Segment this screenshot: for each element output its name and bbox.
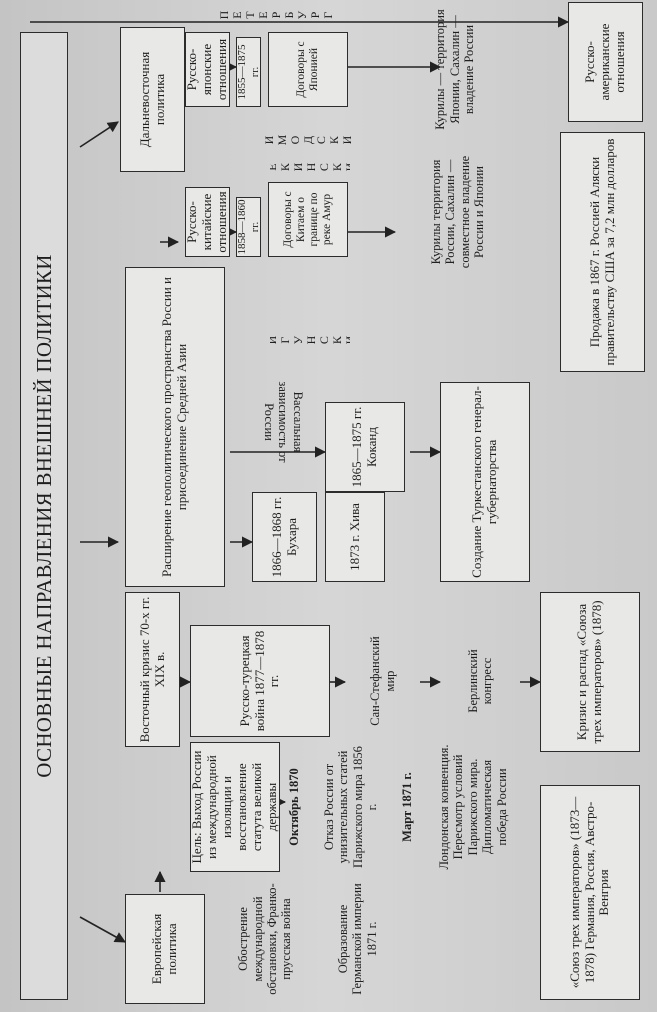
arrow-title-european xyxy=(79,916,126,943)
sakhalin-joint-text: Курилы территория России, Сахалин — совм… xyxy=(428,155,486,269)
san-stefano-text: Сан-Стефанский мир xyxy=(368,636,397,726)
russo-chinese-box: Русско-китайские отношения xyxy=(185,187,230,257)
eastern-crisis-box: Восточный кризис 70-х гг. XIX в. xyxy=(125,592,180,747)
october-1870-label: Октябрь 1870 xyxy=(286,768,301,846)
aigun-treaty-label: АЙГУНСКИЙ xyxy=(270,333,350,348)
march-1871-label: Март 1871 г. xyxy=(399,772,414,842)
expansion-box: Расширение геополитического пространства… xyxy=(125,267,225,587)
turkestan-box: Создание Туркестанского генерал-губернат… xyxy=(440,382,530,582)
aggravation-text: Обострение международной обстановки, Фра… xyxy=(236,883,294,995)
peking-treaty-label: ПЕКИНСКИЙ xyxy=(270,160,350,175)
refusal-text: Отказ России от унизительных статей Пари… xyxy=(321,746,379,868)
khiva-box: 1873 г. Хива xyxy=(325,492,385,582)
vassal-brace-text: Вассальная зависимость от России xyxy=(261,381,305,463)
petersburg-treaty-label: ПЕТЕРБУРГ xyxy=(216,8,334,23)
japanese-years-box: 1855—1875 гг. xyxy=(236,37,261,107)
berlin-congress-text: Берлинский конгресс xyxy=(465,649,494,713)
alaska-sale-box: Продажа в 1867 г. Россией Аляски правите… xyxy=(560,132,645,372)
chinese-years-box: 1858—1860 гг. xyxy=(236,197,261,257)
german-empire-text: Образование Германской империи 1871 г. xyxy=(335,883,379,995)
arrow-title-fareast xyxy=(79,121,119,148)
russo-american-box: Русско-американские отношения xyxy=(568,2,643,122)
union-crisis-box: Кризис и распад «Союза трех императоров»… xyxy=(540,592,640,752)
russo-turkish-war-box: Русско-турецкая война 1877—1878 гг. xyxy=(190,625,330,737)
kurils-japan-text: Курилы — территория Японии, Сахалин — вл… xyxy=(433,9,477,130)
japanese-treaties-box: Договоры с Японией xyxy=(268,32,348,107)
london-convention-text: Лондонская конвенция. Пересмотр условий … xyxy=(437,744,509,870)
kokand-box: 1865—1875 гг. Коканд xyxy=(325,402,405,492)
diagram-title: ОСНОВНЫЕ НАПРАВЛЕНИЯ ВНЕШНЕЙ ПОЛИТИКИ xyxy=(20,32,68,1000)
european-policy-box: Европейская политика xyxy=(125,894,205,1004)
goal-box: Цель: Выход России из международной изол… xyxy=(190,742,280,872)
chinese-treaties-box: Договоры с Китаем о границе по реке Амур xyxy=(268,182,348,257)
far-east-policy-box: Дальневосточная политика xyxy=(120,27,185,172)
first-union-box: «Союз трех императоров» (1873—1878) Герм… xyxy=(540,785,640,1000)
simoda-treaty-label: СИМОДСКИЙ xyxy=(262,133,352,148)
russo-japanese-box: Русско-японские отношения xyxy=(185,32,230,107)
bukhara-box: 1866—1868 гг. Бухара xyxy=(252,492,317,582)
